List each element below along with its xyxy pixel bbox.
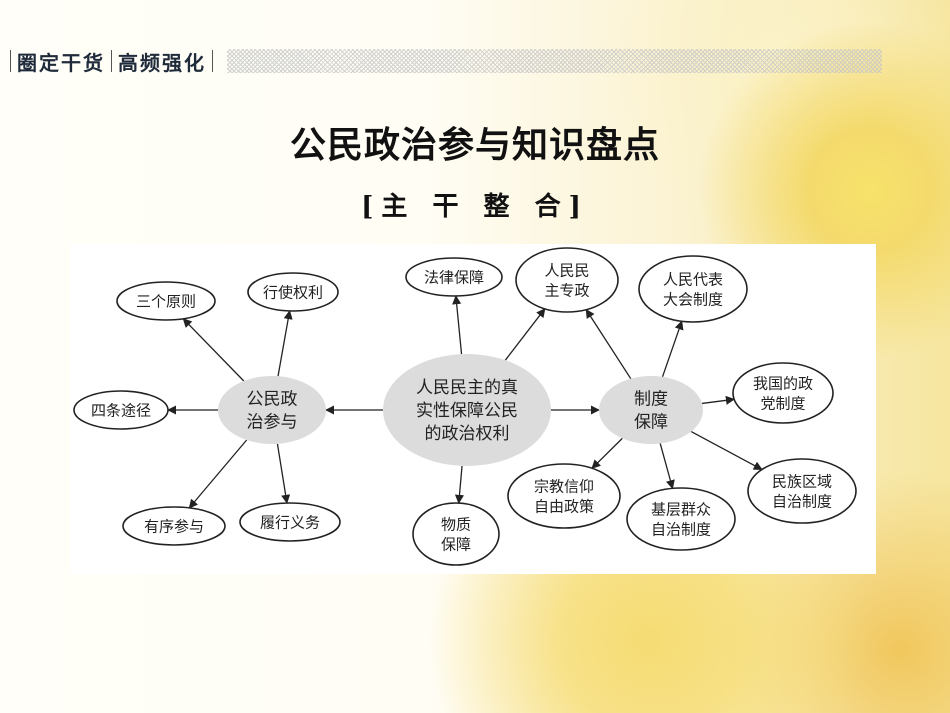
concept-map-edges	[167, 295, 763, 509]
node-four-ways: 四条途径	[73, 390, 169, 430]
header-hatch-pattern	[227, 49, 882, 73]
left-hub-node-label-line: 治参与	[247, 413, 298, 433]
center-node-label-line: 人民民主的真	[416, 378, 518, 398]
left-hub-node-ellipse	[218, 376, 326, 444]
arrow-left-hub-to-orderly-participation	[188, 439, 248, 509]
node-material-guarantee-ellipse	[412, 502, 500, 566]
arrow-center-to-legal-guarantee	[452, 295, 463, 355]
node-democratic-dictatorship-ellipse	[515, 247, 619, 313]
node-legal-guarantee: 法律保障	[405, 257, 503, 297]
section-header-bar: 圈定干货 高频强化	[0, 46, 882, 76]
header-divider	[111, 50, 112, 72]
arrow-right-hub-to-party-system	[701, 395, 736, 405]
left-hub-node-label-line: 公民政	[247, 390, 298, 410]
node-material-guarantee-label-line: 物质	[441, 515, 471, 533]
section-header-label: 圈定干货 高频强化	[0, 46, 219, 76]
center-node-ellipse	[383, 354, 551, 466]
center-node-label-line: 实性保障公民	[416, 401, 518, 421]
header-divider	[212, 50, 213, 72]
node-party-system-label-line: 我国的政	[753, 374, 813, 392]
node-exercise-rights-ellipse	[247, 272, 339, 312]
header-divider	[10, 50, 11, 72]
arrow-center-to-democratic-dictatorship	[504, 308, 546, 361]
arrow-left-hub-to-exercise-rights	[277, 310, 293, 377]
arrow-left-hub-to-three-principles	[182, 318, 245, 382]
node-material-guarantee-label-line: 保障	[441, 536, 471, 554]
page-subtitle: [主 干 整 合]	[361, 192, 589, 222]
header-right-label: 高频强化	[118, 50, 206, 75]
node-fulfill-duties: 履行义务	[239, 502, 341, 542]
concept-map: 人民民主的真实性保障公民的政治权利公民政治参与制度保障三个原则行使权利四条途径有…	[73, 247, 857, 566]
center-node-label-line: 的政治权利	[425, 424, 510, 444]
right-hub-node-label-line: 制度	[634, 390, 668, 410]
node-fulfill-duties-ellipse	[239, 502, 341, 542]
node-three-principles: 三个原则	[116, 281, 216, 321]
node-democratic-dictatorship-label-line: 主专政	[544, 282, 589, 300]
node-ethnic-autonomy-label-line: 民族区域	[772, 472, 832, 490]
page-title: 公民政治参与知识盘点	[289, 125, 660, 166]
node-legal-guarantee-ellipse	[405, 257, 503, 297]
node-exercise-rights: 行使权利	[247, 272, 339, 312]
concept-map-panel: 人民民主的真实性保障公民的政治权利公民政治参与制度保障三个原则行使权利四条途径有…	[70, 244, 876, 574]
node-religious-policy-label-line: 自由政策	[534, 498, 594, 516]
node-party-system-label-line: 党制度	[760, 395, 805, 413]
node-npc-system-label-line: 大会制度	[663, 291, 723, 309]
node-exercise-rights-label-line: 行使权利	[263, 283, 323, 301]
right-hub-node-label-line: 保障	[634, 413, 668, 433]
arrow-left-hub-to-fulfill-duties	[276, 443, 291, 504]
arrow-right-hub-to-democratic-dictatorship	[585, 308, 632, 380]
node-orderly-participation-label-line: 有序参与	[144, 517, 204, 535]
node-npc-system-ellipse	[638, 255, 748, 323]
arrow-right-hub-to-npc-system	[661, 320, 684, 378]
node-four-ways-label-line: 四条途径	[91, 401, 151, 419]
node-democratic-dictatorship-label-line: 人民民	[544, 261, 589, 279]
node-religious-policy-label-line: 宗教信仰	[534, 477, 594, 495]
node-party-system-ellipse	[732, 362, 834, 424]
node-three-principles-ellipse	[116, 281, 216, 321]
concept-map-nodes: 人民民主的真实性保障公民的政治权利公民政治参与制度保障三个原则行使权利四条途径有…	[73, 247, 857, 566]
node-ethnic-autonomy-label-line: 自治制度	[772, 493, 832, 511]
node-religious-policy-ellipse	[507, 463, 621, 529]
arrow-right-hub-to-grassroots-autonomy	[659, 443, 675, 490]
arrow-center-to-material-guarantee	[454, 465, 465, 504]
node-grassroots-autonomy-label-line: 自治制度	[651, 521, 711, 539]
node-legal-guarantee-label-line: 法律保障	[424, 268, 484, 286]
node-grassroots-autonomy-label-line: 基层群众	[651, 500, 711, 518]
left-hub-node: 公民政治参与	[218, 376, 326, 444]
node-ethnic-autonomy-ellipse	[747, 458, 857, 524]
arrow-right-hub-to-religious-policy	[591, 437, 623, 469]
node-grassroots-autonomy-ellipse	[626, 487, 736, 551]
header-left-label: 圈定干货	[17, 50, 105, 75]
node-fulfill-duties-label-line: 履行义务	[260, 513, 320, 531]
node-three-principles-label-line: 三个原则	[136, 292, 196, 310]
node-npc-system-label-line: 人民代表	[663, 270, 723, 288]
right-hub-node-ellipse	[599, 376, 703, 444]
node-orderly-participation: 有序参与	[122, 506, 226, 546]
node-four-ways-ellipse	[73, 390, 169, 430]
node-orderly-participation-ellipse	[122, 506, 226, 546]
arrow-right-hub-to-ethnic-autonomy	[690, 430, 763, 471]
